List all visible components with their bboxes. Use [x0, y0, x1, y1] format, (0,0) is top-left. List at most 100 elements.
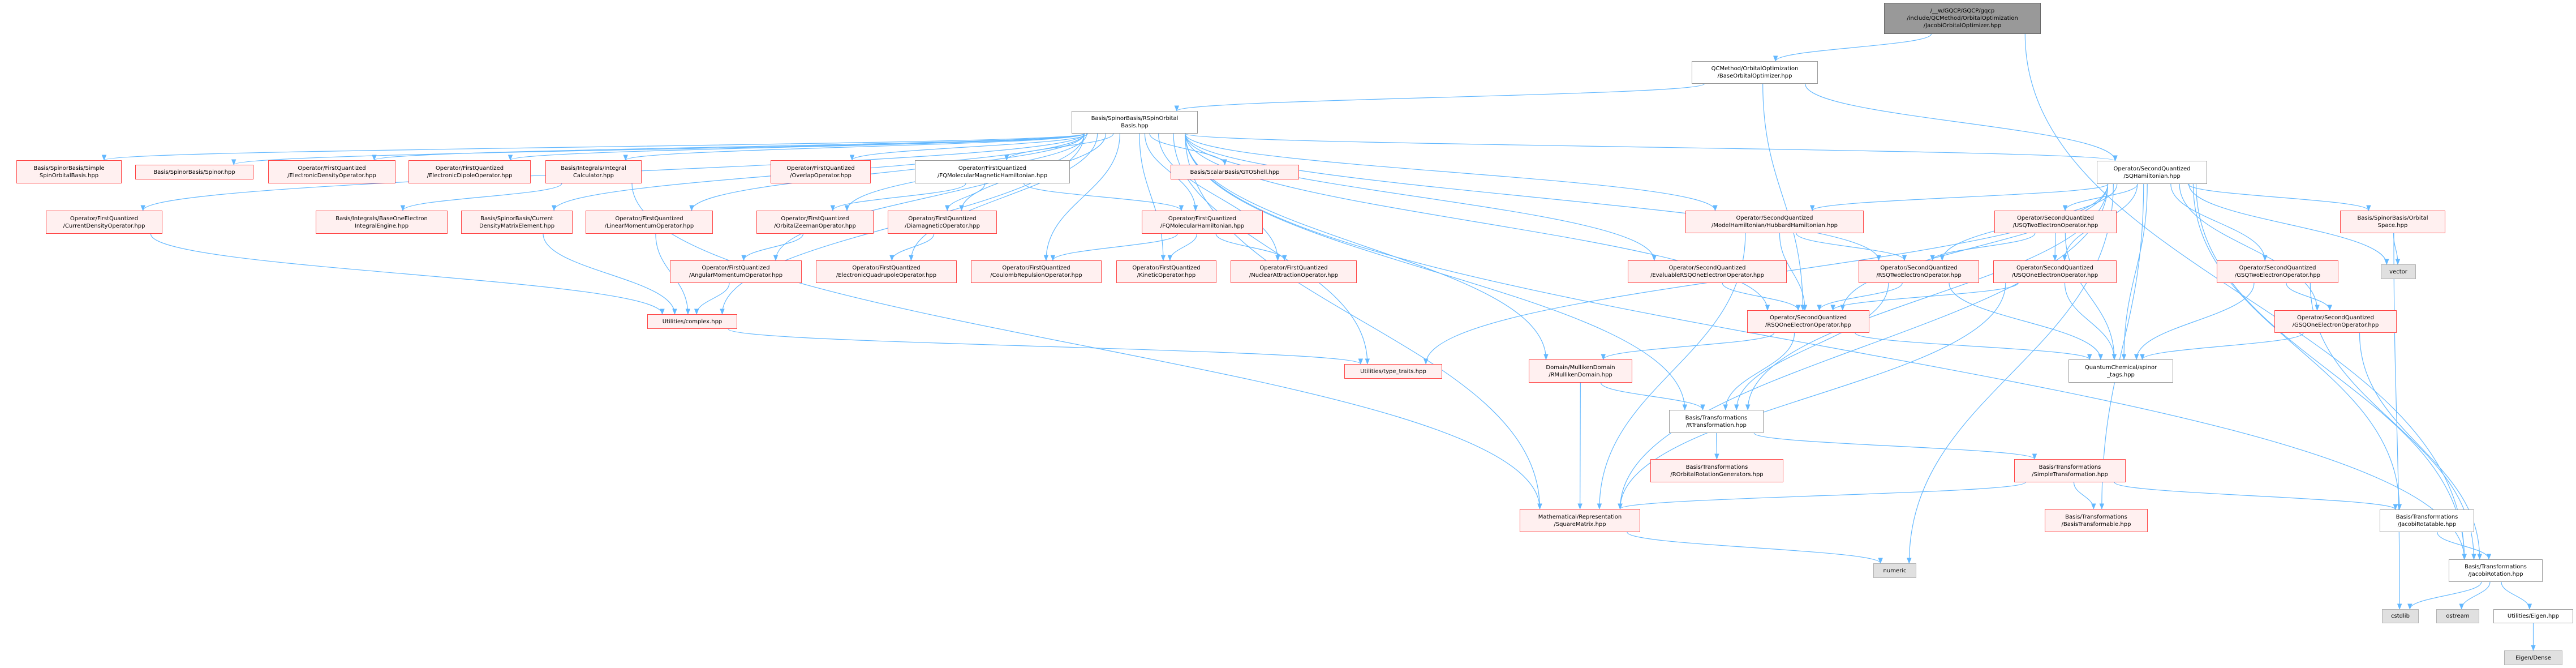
node-rtrans[interactable]: Basis/Transformations /RTransformation.h…	[1669, 410, 1764, 433]
node-orbspace[interactable]: Basis/SpinorBasis/Orbital Space.hpp	[2340, 211, 2445, 233]
edge-usqtwo-to-spinortags	[2065, 233, 2117, 361]
edge-rsob-to-equad	[909, 133, 1098, 262]
node-jacrot[interactable]: Basis/Transformations /JacobiRotation.hp…	[2449, 559, 2543, 582]
node-baseopt[interactable]: QCMethod/OrbitalOptimization /BaseOrbita…	[1692, 61, 1818, 84]
node-basistrans[interactable]: Basis/Transformations /BasisTransformabl…	[2045, 509, 2148, 532]
edge-rsqone-to-spinortags	[1855, 332, 2092, 361]
edge-simpletrans-to-jacrotatable	[2114, 482, 2398, 511]
node-gsqtwo[interactable]: Operator/SecondQuantized /GSQTwoElectron…	[2217, 260, 2338, 283]
node-equad[interactable]: Operator/FirstQuantized /ElectronicQuadr…	[816, 260, 957, 283]
node-rmulliken[interactable]: Domain/MullikenDomain /RMullikenDomain.h…	[1529, 359, 1632, 383]
edge-jacrotatable-to-jacrot	[2437, 532, 2492, 560]
node-spinor[interactable]: Basis/SpinorBasis/Spinor.hpp	[135, 165, 253, 179]
edge-sqham-to-basistrans	[2099, 183, 2144, 510]
node-diamag[interactable]: Operator/FirstQuantized /DiamagneticOper…	[888, 211, 997, 234]
edge-jacrot-to-eigenhpp	[2501, 581, 2532, 610]
edge-baseopt-to-rsqone	[1762, 83, 1805, 311]
edge-baseopt-to-rsob	[1174, 83, 1705, 112]
edge-usqone-to-rsqone	[1830, 282, 2019, 311]
node-rsqtwo[interactable]: Operator/SecondQuantized /RSQTwoElectron…	[1859, 260, 1979, 283]
edge-rsob-to-rtrans	[1185, 133, 1688, 411]
node-rsqone[interactable]: Operator/SecondQuantized /RSQOneElectron…	[1747, 310, 1869, 333]
edge-rsqtwo-to-rtrans	[1734, 282, 1889, 411]
node-edens[interactable]: Operator/FirstQuantized /ElectronicDensi…	[268, 160, 395, 183]
edge-sqham-to-rsqone	[1840, 183, 2109, 311]
node-ostream[interactable]: ostream	[2436, 609, 2479, 623]
node-gtoshell[interactable]: Basis/ScalarBasis/GTOShell.hpp	[1171, 165, 1299, 179]
edge-complex-to-typetraits	[728, 328, 1363, 365]
node-hubbard[interactable]: Operator/SecondQuantized /ModelHamiltoni…	[1685, 211, 1864, 233]
edge-simpletrans-to-sqmatrix	[1618, 482, 2026, 510]
node-fqmagham[interactable]: Operator/FirstQuantized /FQMolecularMagn…	[915, 160, 1070, 183]
edge-curdensop-to-complex	[150, 233, 665, 315]
node-typetraits[interactable]: Utilities/type_traits.hpp	[1344, 364, 1442, 379]
edge-rsob-to-edip	[508, 133, 1085, 161]
edge-sqmatrix-to-numeric	[1627, 532, 1883, 564]
edge-jacrot-to-ostream	[2459, 581, 2491, 610]
node-rsob[interactable]: Basis/SpinorBasis/RSpinOrbital Basis.hpp	[1072, 111, 1198, 134]
node-angmom[interactable]: Operator/FirstQuantized /AngularMomentum…	[670, 260, 802, 283]
node-complex[interactable]: Utilities/complex.hpp	[647, 314, 737, 329]
edge-fqmagham-to-fqmolham	[1023, 183, 1184, 212]
edge-sqham-to-jacrot	[2195, 183, 2467, 560]
edge-sqham-to-jacrotatable	[2192, 183, 2402, 511]
node-main[interactable]: /__w/GQCP/GQCP/gqcp /include/QCMethod/Or…	[1884, 3, 2041, 34]
edge-curdensme-to-complex	[543, 233, 677, 315]
node-usqtwo[interactable]: Operator/SecondQuantized /USQTwoElectron…	[1994, 211, 2117, 233]
edge-rsob-to-sqmatrix	[1185, 133, 1542, 510]
edge-rsob-to-linmom	[689, 133, 1085, 212]
edge-usqone-to-spinortags	[2064, 282, 2117, 361]
node-intcalc[interactable]: Basis/Integrals/Integral Calculator.hpp	[545, 160, 642, 183]
node-curdensme[interactable]: Basis/SpinorBasis/Current DensityMatrixE…	[461, 211, 573, 234]
node-sqham[interactable]: Operator/SecondQuantized /SQHamiltonian.…	[2097, 161, 2207, 184]
node-kinetic[interactable]: Operator/FirstQuantized /KineticOperator…	[1116, 260, 1216, 283]
edge-sqham-to-vector	[2188, 183, 2389, 266]
edge-gsqtwo-to-gsqone	[2286, 282, 2333, 311]
node-sqmatrix[interactable]: Mathematical/Representation /SquareMatri…	[1520, 509, 1640, 532]
edge-rsqtwo-to-spinortags	[1949, 282, 2104, 361]
node-simplesob[interactable]: Basis/SpinorBasis/Simple SpinOrbitalBasi…	[16, 160, 122, 183]
node-nucatt[interactable]: Operator/FirstQuantized /NuclearAttracti…	[1231, 260, 1357, 283]
edge-rsob-to-gtoshell	[1149, 133, 1228, 166]
node-linmom[interactable]: Operator/FirstQuantized /LinearMomentumO…	[586, 211, 713, 234]
edge-rmulliken-to-rtrans	[1600, 382, 1705, 411]
edge-hubbard-to-rsqone	[1779, 233, 1808, 311]
edge-fqmagham-to-orbzee	[830, 183, 966, 212]
edge-rsob-to-hubbard	[1185, 133, 1718, 212]
edge-rsob-to-coulomb	[1043, 133, 1120, 262]
node-eigenhpp[interactable]: Utilities/Eigen.hpp	[2493, 609, 2573, 623]
node-evalrsq[interactable]: Operator/SecondQuantized /EvaluableRSQOn…	[1628, 260, 1787, 283]
node-coulomb[interactable]: Operator/FirstQuantized /CoulombRepulsio…	[971, 260, 1102, 283]
edge-rsob-to-fqmagham	[1004, 133, 1114, 161]
edge-sqham-to-gsqone	[2179, 183, 2320, 311]
edge-rsob-to-evalrsq	[1185, 133, 1657, 262]
node-simpletrans[interactable]: Basis/Transformations /SimpleTransformat…	[2014, 459, 2126, 482]
node-edip[interactable]: Operator/FirstQuantized /ElectronicDipol…	[408, 160, 531, 183]
node-numeric[interactable]: numeric	[1873, 563, 1916, 578]
edge-rsob-to-jacrot	[1185, 133, 2467, 560]
node-usqone[interactable]: Operator/SecondQuantized /USQOneElectron…	[1993, 260, 2117, 283]
edge-rsob-to-intcalc	[623, 133, 1085, 161]
node-rorbrot[interactable]: Basis/Transformations /ROrbitalRotationG…	[1650, 459, 1783, 482]
edge-sqham-to-numeric	[1907, 183, 2114, 564]
node-baseone[interactable]: Basis/Integrals/BaseOneElectron Integral…	[316, 211, 448, 234]
node-overlap[interactable]: Operator/FirstQuantized /OverlapOperator…	[771, 160, 871, 183]
node-curdensop[interactable]: Operator/FirstQuantized /CurrentDensityO…	[46, 211, 162, 234]
node-vector[interactable]: vector	[2381, 264, 2416, 279]
edge-rsqone-to-rtrans	[1723, 332, 1795, 411]
node-jacrotatable[interactable]: Basis/Transformations /JacobiRotatable.h…	[2380, 509, 2474, 532]
edge-diamag-to-equad	[889, 233, 935, 262]
node-fqmolham[interactable]: Operator/FirstQuantized /FQMolecularHami…	[1142, 211, 1263, 234]
edge-sqham-to-hubbard	[1810, 183, 2109, 212]
node-spinortags[interactable]: QuantumChemical/spinor _tags.hpp	[2068, 359, 2173, 383]
edge-rsob-to-nucatt	[1158, 133, 1280, 262]
node-eigendense[interactable]: Eigen/Dense	[2504, 650, 2562, 665]
edge-fqmolham-to-kinetic	[1167, 233, 1198, 262]
node-cstdlib[interactable]: cstdlib	[2382, 609, 2419, 623]
node-gsqone[interactable]: Operator/SecondQuantized /GSQOneElectron…	[2274, 310, 2397, 333]
node-orbzee[interactable]: Operator/FirstQuantized /OrbitalZeemanOp…	[756, 211, 874, 234]
edge-sqham-to-sqmatrix	[1618, 183, 2109, 510]
edge-rsob-to-rsqone	[1185, 133, 1770, 311]
edge-sqham-to-gsqtwo	[2170, 183, 2268, 262]
